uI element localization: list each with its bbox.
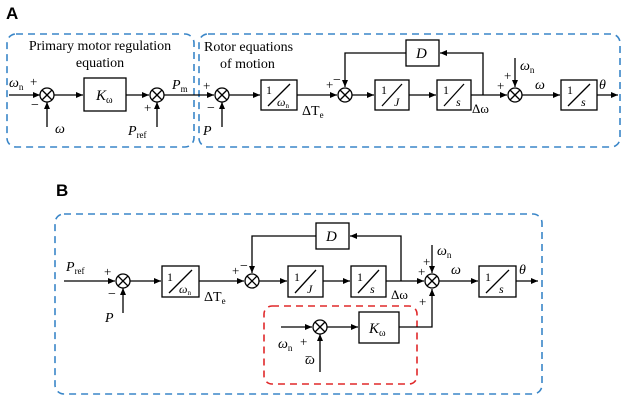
svg-text:1: 1 <box>485 270 491 284</box>
a-d-feedback-out <box>342 52 406 87</box>
governor-group-title-2: equation <box>76 56 124 71</box>
a-sum3 <box>214 87 230 103</box>
b-sum3 <box>424 273 440 289</box>
svg-text:s: s <box>370 282 375 296</box>
a-k-block <box>83 77 127 112</box>
svg-text:1: 1 <box>294 270 300 284</box>
b-inner-plus: + <box>300 334 307 349</box>
b-sum1 <box>115 273 131 289</box>
b-d-label: D <box>325 229 337 245</box>
svg-text:1: 1 <box>443 83 449 97</box>
a-sum3-plus: + <box>203 78 210 93</box>
svg-text:1: 1 <box>381 83 387 97</box>
b-omega: ω <box>451 263 461 278</box>
b-d-feedback-out <box>249 235 316 273</box>
a-theta: θ <box>599 78 606 93</box>
svg-text:J: J <box>307 282 313 296</box>
a-omega: ω <box>535 78 545 93</box>
a-p: P <box>202 124 212 139</box>
b-k-out-line <box>399 289 435 328</box>
b-outer-box <box>54 213 543 395</box>
a-sum5 <box>507 87 523 103</box>
a-sum4-plus: + <box>326 77 333 92</box>
svg-text:ωn: ωn <box>179 282 191 297</box>
a-d-feedback-in <box>440 50 484 95</box>
a-input-wn: ωn <box>9 76 24 92</box>
a-sum4 <box>337 87 353 103</box>
svg-text:1: 1 <box>567 83 573 97</box>
b-sum3-plus-left: + <box>418 264 425 279</box>
a-delta-w: Δω <box>472 101 489 116</box>
b-sum3-plus-top: + <box>423 254 430 269</box>
b-inv-s-block: 1 s <box>350 265 387 298</box>
b-inv-j-block: 1 J <box>287 265 324 298</box>
a-pref: Pref <box>127 124 147 140</box>
rotor-group-box <box>198 33 621 148</box>
svg-text:s: s <box>581 95 586 109</box>
b-inner-wn: ωn <box>278 337 293 353</box>
rotor-group-title: Rotor equations <box>204 40 293 55</box>
b-p: P <box>104 311 114 326</box>
a-pm: Pm <box>171 78 188 94</box>
b-k-label: Kω <box>368 321 386 339</box>
svg-text:s: s <box>456 95 461 109</box>
a-inv-s-block: 1 s <box>436 79 472 111</box>
b-int-block: 1 s <box>478 265 517 298</box>
a-sum1 <box>39 87 55 103</box>
a-k-label: Kω <box>95 88 113 106</box>
b-d-block <box>315 222 350 250</box>
governor-group-title: Primary motor regulation <box>29 39 171 54</box>
b-sum2 <box>244 273 260 289</box>
governor-group-box <box>6 33 195 148</box>
svg-text:1: 1 <box>266 83 272 97</box>
a-sum2-plus: + <box>144 100 151 115</box>
a-delta-te: ΔTe <box>302 104 324 120</box>
panel-a: A Primary motor regulation equation Roto… <box>6 4 621 148</box>
a-wn-top: ωn <box>520 59 535 75</box>
panel-b: B Pref + − P 1 ωn ΔTe + − <box>54 181 543 395</box>
b-inner-w: ω <box>305 353 315 368</box>
a-sum1-minus: − <box>31 98 39 113</box>
a-sum2 <box>149 87 165 103</box>
b-inner-minus: − <box>305 349 312 364</box>
a-sum5-plus-left: + <box>497 78 504 93</box>
b-inv-wn-block: 1 ωn <box>161 265 200 298</box>
svg-text:J: J <box>394 95 400 109</box>
a-inv-wn-block: 1 ωn <box>260 79 298 111</box>
panel-b-label: B <box>56 181 68 200</box>
b-delta-te: ΔTe <box>204 290 226 306</box>
svg-text:1: 1 <box>167 270 173 284</box>
rotor-group-title-2: of motion <box>220 57 275 72</box>
a-d-label: D <box>415 46 427 62</box>
b-inner-sum <box>312 319 328 335</box>
a-input-w: ω <box>55 122 65 137</box>
b-sum3-plus-bottom: + <box>419 294 426 309</box>
b-wn-top: ωn <box>437 244 452 260</box>
b-pref: Pref <box>65 260 85 276</box>
svg-text:s: s <box>499 282 504 296</box>
panel-a-label: A <box>6 4 18 23</box>
a-sum1-plus: + <box>30 74 37 89</box>
b-sum1-minus: − <box>108 287 116 302</box>
b-delta-w: Δω <box>391 287 408 302</box>
b-inner-regulation-box <box>263 305 418 385</box>
a-inv-j-block: 1 J <box>374 79 410 111</box>
a-int-block: 1 s <box>560 79 598 111</box>
a-sum5-plus-top: + <box>504 68 511 83</box>
a-sum4-minus: − <box>333 73 341 88</box>
b-sum2-plus: + <box>232 263 239 278</box>
a-sum3-minus: − <box>207 101 215 116</box>
svg-text:1: 1 <box>357 270 363 284</box>
b-sum2-minus: − <box>240 259 248 274</box>
b-d-feedback-in <box>350 233 402 281</box>
b-theta: θ <box>519 263 526 278</box>
svg-text:ωn: ωn <box>277 95 289 110</box>
b-sum1-plus: + <box>104 264 111 279</box>
